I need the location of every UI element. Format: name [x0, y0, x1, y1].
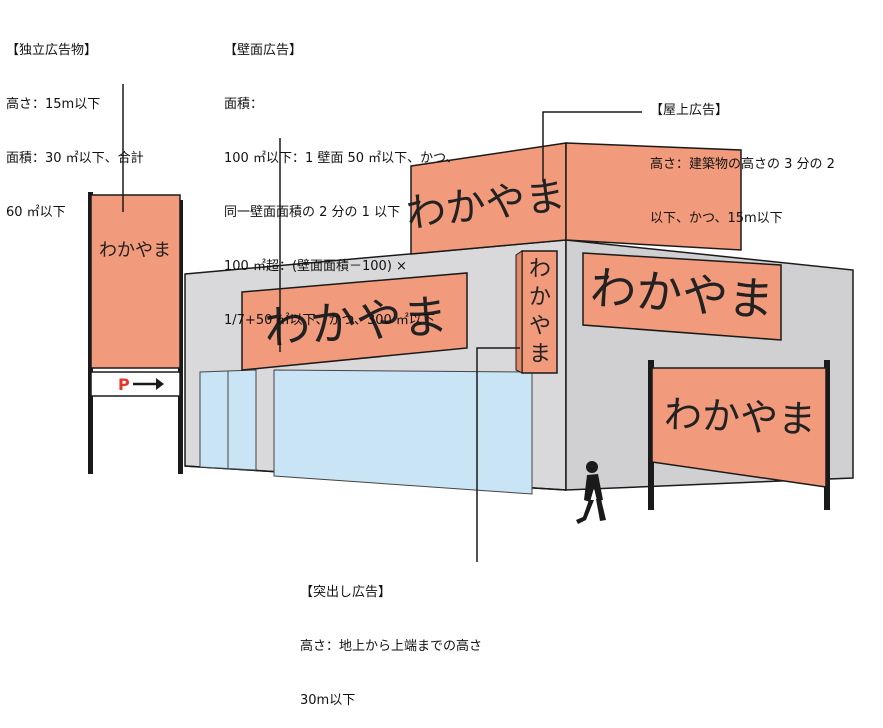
leader-line-rooftop: [542, 111, 642, 182]
label-wall-sign: 【壁面広告】 面積： 100 ㎡以下：1 壁面 50 ㎡以下、かつ、 同一壁面面…: [224, 6, 459, 348]
pole-sign-panel: [90, 194, 181, 369]
ground-sign-post-left: [648, 360, 654, 510]
projecting-sign-char-2: か: [529, 285, 551, 310]
label-rooftop-line-2: 以下、かつ、15m以下: [650, 211, 783, 226]
label-projecting-line-1: 高さ：地上から上端までの高さ: [300, 639, 483, 654]
projecting-sign-char-3: や: [529, 314, 551, 339]
label-rooftop-title: 【屋上広告】: [650, 103, 729, 118]
label-freestanding-sign: 【独立広告物】 高さ：15m以下 面積：30 ㎡以下、合計 60 ㎡以下: [6, 6, 144, 240]
projecting-sign: [521, 250, 558, 374]
glass-storefront: [273, 369, 533, 495]
wall-sign: [241, 272, 468, 371]
label-wall-line-2: 100 ㎡以下：1 壁面 50 ㎡以下、かつ、: [224, 151, 459, 166]
pole-sign-text: わかやま: [99, 240, 171, 261]
label-wall-line-3: 同一壁面面積の 2 分の 1 以下: [224, 205, 401, 220]
projecting-sign-edge: [515, 250, 523, 374]
label-freestanding-title: 【独立広告物】: [6, 43, 98, 58]
side-wall-sign-text: わかやま: [588, 261, 775, 328]
ground-sign-post-right: [824, 360, 830, 510]
label-freestanding-line-2: 面積：30 ㎡以下、合計: [6, 151, 144, 166]
projecting-sign-char-1: わ: [529, 257, 551, 282]
label-freestanding-line-1: 高さ：15m以下: [6, 97, 101, 112]
parking-arrow-icon: [133, 378, 164, 390]
ground-sign-text: わかやま: [663, 392, 816, 441]
label-projecting-sign: 【突出し広告】 高さ：地上から上端までの高さ 30m以下: [300, 548, 482, 728]
wall-sign-text: わかやま: [262, 289, 449, 356]
pedestrian-icon: [576, 461, 606, 524]
label-wall-title: 【壁面広告】: [224, 43, 303, 58]
label-wall-line-4: 100 ㎡超：(壁面面積－100) ×: [224, 259, 407, 274]
parking-sign-letter: P: [118, 375, 130, 394]
label-wall-line-5: 1/7+50 ㎡以下、かつ、300 ㎡以下: [224, 313, 435, 328]
side-wall-sign: [582, 252, 782, 341]
label-projecting-line-2: 30m以下: [300, 693, 356, 708]
label-rooftop-sign: 【屋上広告】 高さ：建築物の高さの 3 分の 2 以下、かつ、15m以下: [650, 66, 835, 246]
leader-line-projecting: [476, 347, 520, 562]
label-projecting-title: 【突出し広告】: [300, 585, 392, 600]
signage-diagram: わかやま わかやま わ か や ま わかやま わかやま P わかやま: [88, 84, 854, 562]
rooftop-sign-side: [565, 142, 742, 251]
label-freestanding-line-3: 60 ㎡以下: [6, 205, 66, 220]
label-rooftop-line-1: 高さ：建築物の高さの 3 分の 2: [650, 157, 835, 172]
ground-sign-panel: [651, 367, 827, 488]
projecting-sign-char-4: ま: [529, 342, 551, 367]
label-wall-line-1: 面積：: [224, 97, 264, 112]
